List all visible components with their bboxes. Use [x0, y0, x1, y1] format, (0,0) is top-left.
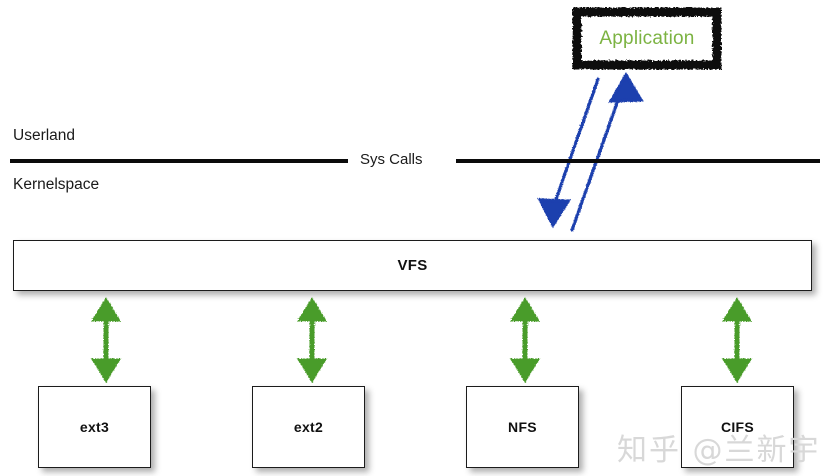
- blue-arrow-pair-icon: [537, 71, 644, 232]
- syscall-line-right: [456, 159, 820, 163]
- filesystem-label: NFS: [508, 419, 537, 435]
- double-arrow-icon: [722, 297, 752, 383]
- double-arrow-icon: [297, 297, 327, 383]
- application-box-sketchy-border: [572, 7, 722, 70]
- double-arrow-icon: [91, 297, 121, 383]
- vfs-ext3-arrow: [89, 297, 123, 383]
- application-label: Application: [599, 27, 695, 49]
- vfs-ext2-arrow: [295, 297, 329, 383]
- kernelspace-label: Kernelspace: [13, 176, 100, 193]
- vfs-label: VFS: [397, 257, 428, 274]
- filesystem-label: CIFS: [720, 419, 755, 435]
- filesystem-box-nfs: NFS: [466, 386, 579, 468]
- vfs-nfs-arrow: [508, 297, 542, 383]
- filesystem-box-ext3: ext3: [38, 386, 151, 468]
- sys-calls-label: Sys Calls: [360, 151, 423, 168]
- filesystem-box-ext2: ext2: [252, 386, 365, 468]
- application-box: Application: [572, 7, 722, 70]
- double-arrow-icon: [510, 297, 540, 383]
- userland-label: Userland: [13, 127, 76, 144]
- filesystem-box-cifs: CIFS: [681, 386, 794, 468]
- filesystem-label: ext2: [293, 419, 324, 435]
- vfs-cifs-arrow: [720, 297, 754, 383]
- vfs-box: VFS: [13, 240, 812, 291]
- syscall-line-left: [10, 159, 348, 163]
- syscall-blue-arrows: [515, 62, 675, 242]
- filesystem-label: ext3: [79, 419, 110, 435]
